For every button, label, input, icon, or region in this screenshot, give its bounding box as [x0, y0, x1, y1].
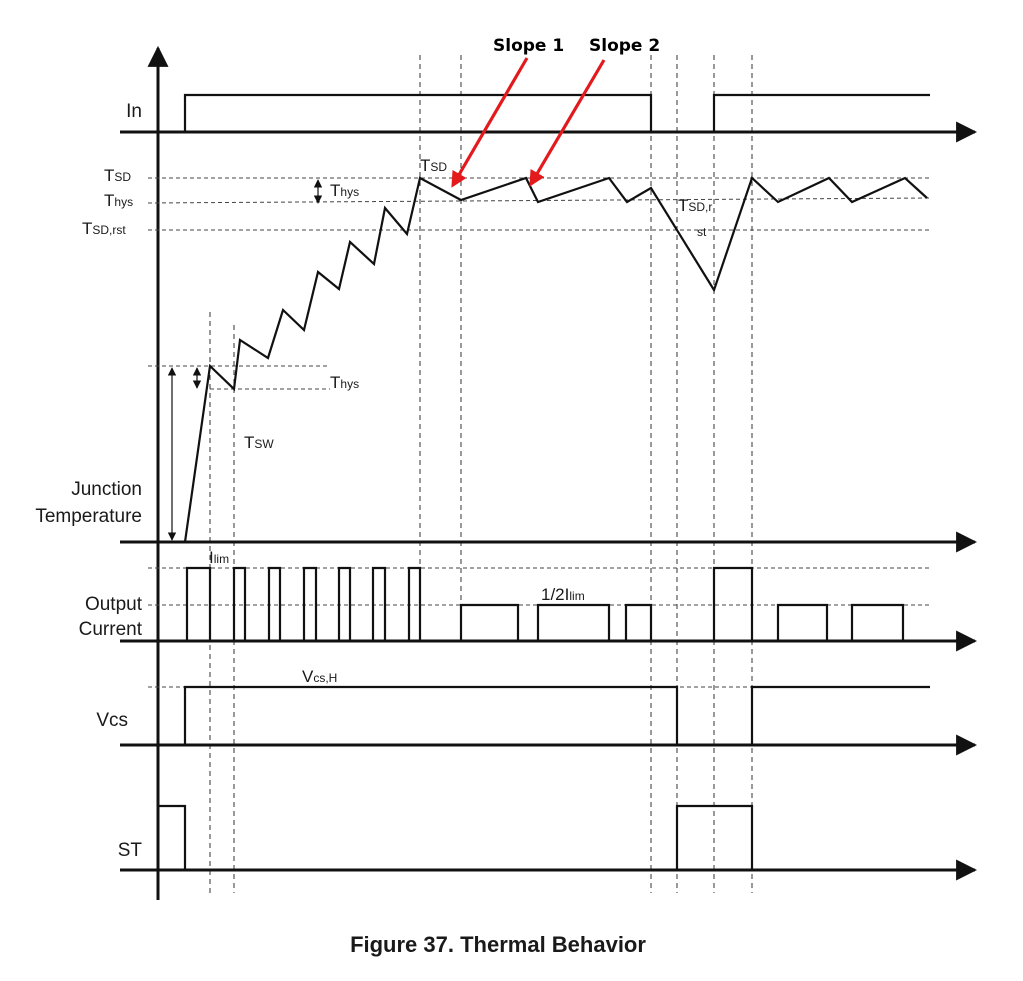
junction-label-line2: Temperature	[35, 506, 142, 527]
vcs-high-label: Vcs,H	[302, 667, 337, 686]
figure-caption: Figure 37. Thermal Behavior	[350, 932, 646, 957]
slope2-label: Slope 2	[589, 36, 660, 56]
vcs-waveform	[158, 685, 930, 747]
slope2-arrow	[529, 59, 606, 187]
tsd-peak-label: TSD	[420, 156, 447, 175]
time-markers	[209, 55, 753, 893]
slope1-label: Slope 1	[493, 36, 564, 56]
st-label: ST	[118, 840, 143, 861]
slope1-arrow	[451, 57, 529, 188]
current-reference-lines	[148, 567, 930, 606]
output-label-line2: Current	[79, 619, 143, 640]
junction-temperature-waveform	[183, 176, 928, 543]
vcs-label: Vcs	[96, 710, 128, 731]
thys-level-label: Thys	[104, 191, 133, 210]
tsd-level-label: TSD	[104, 166, 131, 185]
in-label: In	[126, 101, 142, 122]
temperature-reference-lines	[147, 177, 931, 390]
junction-label-line1: Junction	[71, 479, 142, 500]
ilim-label: Ilim	[209, 548, 229, 567]
tsw-label: TSW	[244, 433, 274, 452]
thys-bracket-label: Thys	[330, 181, 359, 200]
tsd-rst-split-label-a: TSD,r	[678, 196, 712, 215]
time-axes	[120, 121, 978, 881]
st-waveform	[158, 804, 930, 872]
thys-lower-label: Thys	[330, 373, 359, 392]
half-ilim-label: 1/2Ilim	[541, 585, 585, 604]
output-label-line1: Output	[85, 594, 143, 615]
output-current-waveform	[158, 566, 930, 643]
tsd-rst-split-label-b: st	[697, 225, 707, 239]
tsd-rst-level-label: TSD,rst	[82, 219, 126, 238]
in-signal-waveform	[158, 93, 930, 134]
